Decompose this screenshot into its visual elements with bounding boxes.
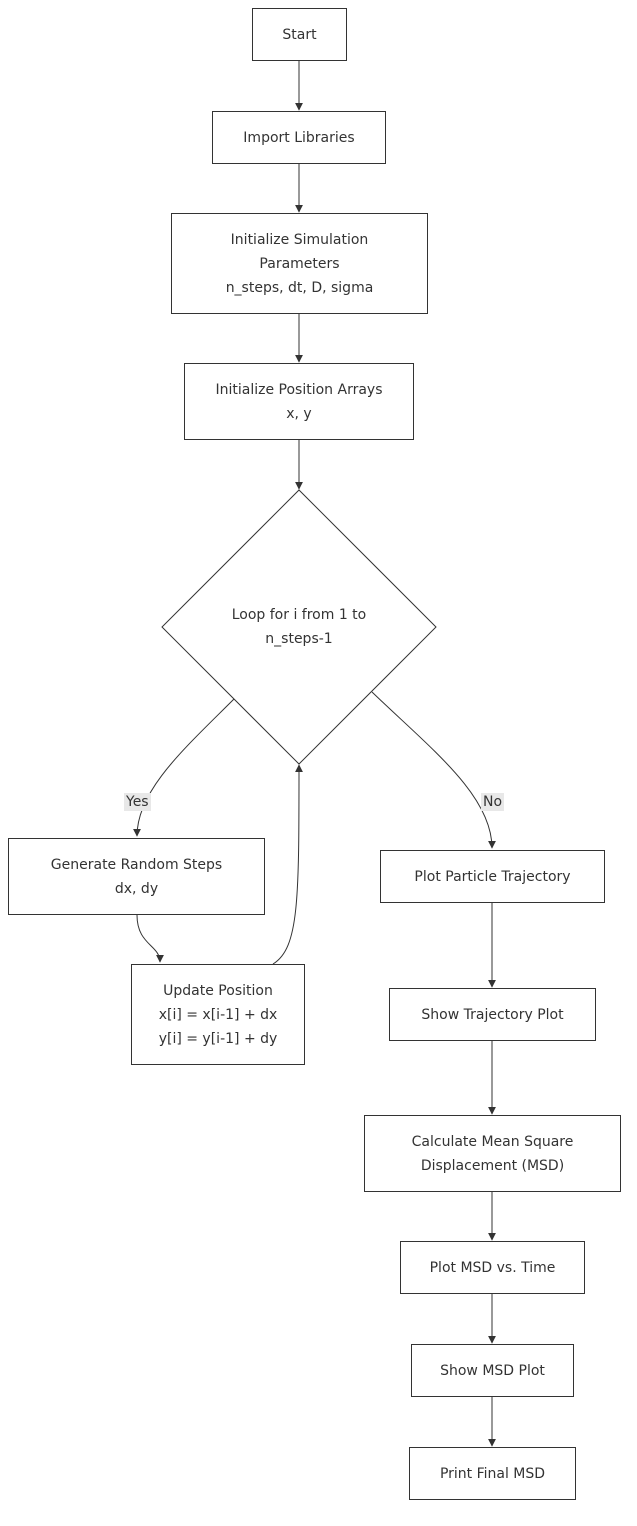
print-msd-node: Print Final MSD	[409, 1447, 576, 1500]
init-params-line-2: Parameters	[259, 255, 340, 272]
update-position-line-3: y[i] = y[i-1] + dy	[158, 1030, 278, 1047]
loop-decision-shape	[161, 489, 437, 765]
plot-msd-label: Plot MSD vs. Time	[429, 1259, 556, 1276]
import-libraries-label: Import Libraries	[243, 129, 355, 146]
show-trajectory-label: Show Trajectory Plot	[421, 1006, 564, 1023]
loop-decision-label: Loop for i from 1 to n_steps-1	[199, 600, 399, 654]
plot-msd-node: Plot MSD vs. Time	[400, 1241, 585, 1294]
update-position-node: Update Position x[i] = x[i-1] + dx y[i] …	[131, 964, 305, 1065]
init-positions-line-2: x, y	[286, 405, 312, 422]
plot-trajectory-node: Plot Particle Trajectory	[380, 850, 605, 903]
init-params-line-1: Initialize Simulation	[230, 231, 369, 248]
init-positions-node: Initialize Position Arrays x, y	[184, 363, 414, 440]
show-msd-node: Show MSD Plot	[411, 1344, 574, 1397]
import-libraries-node: Import Libraries	[212, 111, 386, 164]
update-position-line-1: Update Position	[163, 982, 273, 999]
loop-line-1: Loop for i from 1 to	[231, 607, 367, 623]
plot-trajectory-label: Plot Particle Trajectory	[414, 868, 571, 885]
loop-line-2: n_steps-1	[265, 631, 333, 647]
edge-loop-yes-generate	[133, 698, 235, 837]
init-positions-line-1: Initialize Position Arrays	[215, 381, 383, 398]
show-msd-label: Show MSD Plot	[440, 1362, 545, 1379]
calculate-msd-line-1: Calculate Mean Square	[411, 1133, 574, 1150]
calculate-msd-line-2: Displacement (MSD)	[420, 1157, 565, 1174]
start-label: Start	[282, 26, 317, 43]
update-position-line-2: x[i] = x[i-1] + dx	[158, 1006, 278, 1023]
generate-steps-node: Generate Random Steps dx, dy	[8, 838, 265, 915]
edge-loop-no-plot-traj	[371, 691, 496, 849]
generate-steps-line-2: dx, dy	[114, 880, 159, 897]
edge-generate-update	[136, 914, 164, 963]
print-msd-label: Print Final MSD	[439, 1465, 546, 1482]
init-params-line-3: n_steps, dt, D, sigma	[225, 279, 374, 296]
generate-steps-line-1: Generate Random Steps	[50, 856, 223, 873]
calculate-msd-node: Calculate Mean Square Displacement (MSD)	[364, 1115, 621, 1192]
edge-label-yes: Yes	[124, 793, 151, 811]
edge-label-no: No	[481, 793, 505, 811]
edge-update-loop	[272, 764, 303, 965]
init-params-node: Initialize Simulation Parameters n_steps…	[171, 213, 428, 314]
start-node: Start	[252, 8, 347, 61]
show-trajectory-node: Show Trajectory Plot	[389, 988, 596, 1041]
